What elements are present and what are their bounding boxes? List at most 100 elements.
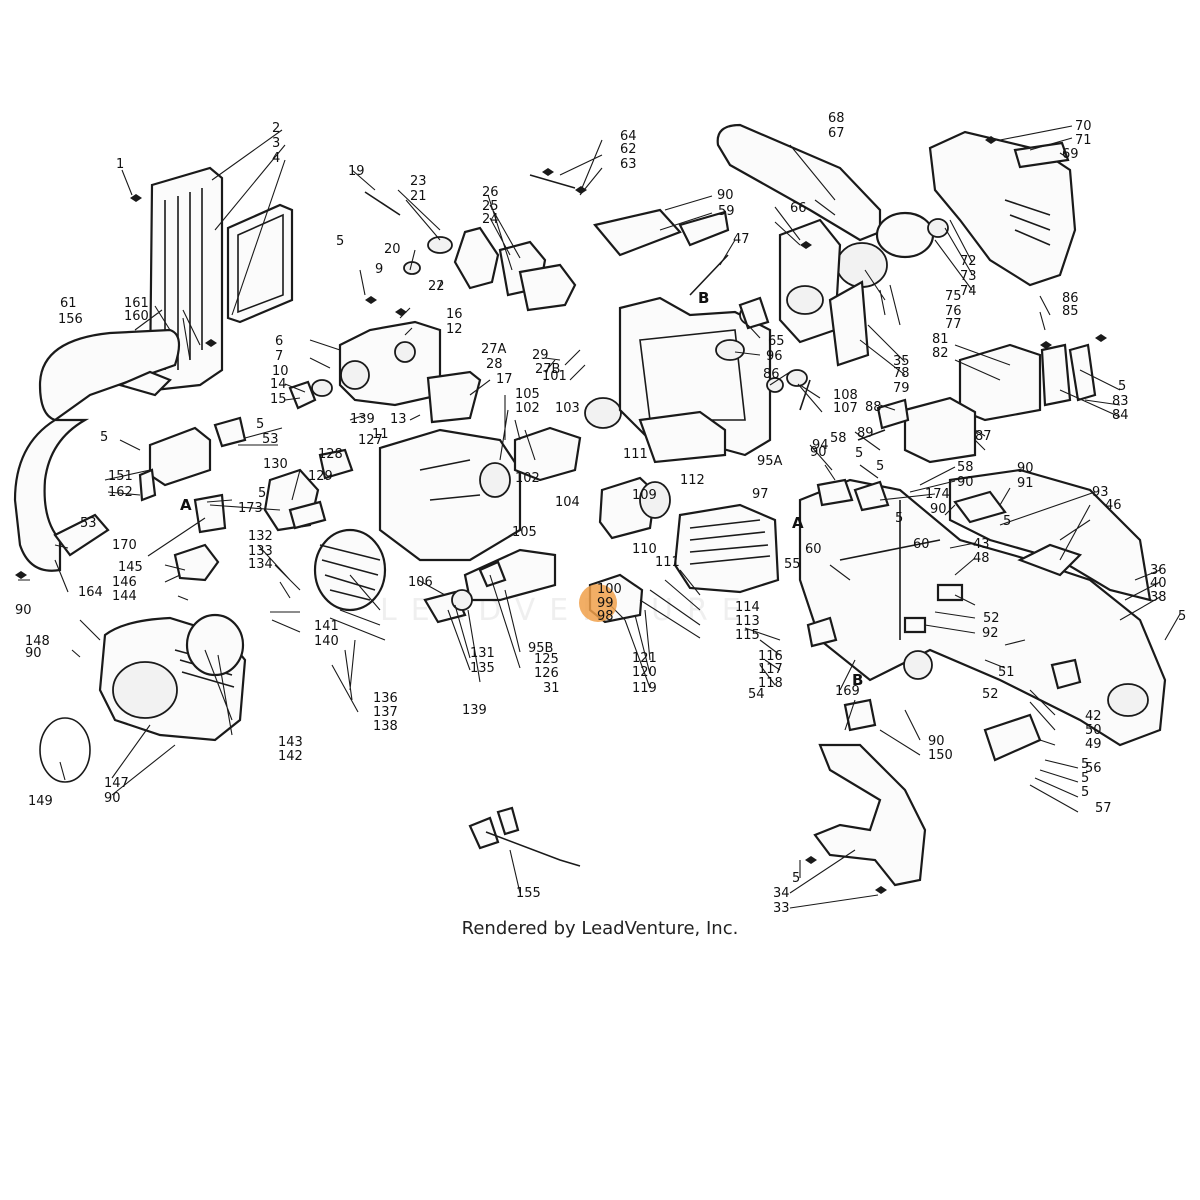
callout-82[interactable]: 82 [932, 346, 949, 361]
callout-137[interactable]: 137 [373, 705, 398, 720]
callout-5[interactable]: 5 [336, 234, 344, 249]
callout-40[interactable]: 40 [1150, 576, 1167, 591]
callout-79[interactable]: 79 [893, 381, 910, 396]
callout-108[interactable]: 108 [833, 388, 858, 403]
callout-155[interactable]: 155 [516, 886, 541, 901]
callout-114[interactable]: 114 [735, 600, 760, 615]
callout-117[interactable]: 117 [758, 662, 783, 677]
callout-5[interactable]: 5 [1081, 771, 1089, 786]
callout-144[interactable]: 144 [112, 589, 137, 604]
callout-29[interactable]: 29 [532, 348, 549, 363]
callout-5[interactable]: 5 [258, 486, 266, 501]
callout-59[interactable]: 59 [718, 204, 735, 219]
callout-128[interactable]: 128 [318, 447, 343, 462]
callout-106[interactable]: 106 [408, 575, 433, 590]
callout-147[interactable]: 147 [104, 776, 129, 791]
callout-4[interactable]: 4 [272, 151, 280, 166]
callout-162[interactable]: 162 [108, 485, 133, 500]
callout-126[interactable]: 126 [534, 666, 559, 681]
callout-10[interactable]: 10 [272, 364, 289, 379]
callout-131[interactable]: 131 [470, 646, 495, 661]
callout-26[interactable]: 26 [482, 185, 499, 200]
callout-21[interactable]: 21 [410, 189, 427, 204]
callout-121[interactable]: 121 [632, 651, 657, 666]
callout-90[interactable]: 90 [930, 502, 947, 517]
callout-77[interactable]: 77 [945, 317, 962, 332]
callout-5[interactable]: 5 [876, 459, 884, 474]
callout-174[interactable]: 174 [925, 487, 950, 502]
callout-48[interactable]: 48 [973, 551, 990, 566]
highlight-marker[interactable] [579, 584, 617, 622]
callout-113[interactable]: 113 [735, 614, 760, 629]
callout-164[interactable]: 164 [78, 585, 103, 600]
callout-93[interactable]: 93 [1092, 485, 1109, 500]
callout-9[interactable]: 9 [375, 262, 383, 277]
callout-101[interactable]: 101 [542, 369, 567, 384]
callout-139[interactable]: 139 [462, 703, 487, 718]
callout-90[interactable]: 90 [957, 475, 974, 490]
callout-58[interactable]: 58 [957, 460, 974, 475]
callout-13[interactable]: 13 [390, 412, 407, 427]
callout-62[interactable]: 62 [620, 142, 637, 157]
callout-76[interactable]: 76 [945, 304, 962, 319]
callout-104[interactable]: 104 [555, 495, 580, 510]
callout-90[interactable]: 90 [104, 791, 121, 806]
callout-134[interactable]: 134 [248, 557, 273, 572]
callout-86[interactable]: 86 [763, 367, 780, 382]
callout-17[interactable]: 17 [496, 372, 513, 387]
callout-60[interactable]: 60 [805, 542, 822, 557]
callout-22[interactable]: 22 [428, 279, 445, 294]
callout-27b[interactable]: 27B [535, 362, 560, 377]
callout-84[interactable]: 84 [1112, 408, 1129, 423]
callout-38[interactable]: 38 [1150, 590, 1167, 605]
callout-5[interactable]: 5 [1003, 514, 1011, 529]
callout-6[interactable]: 6 [275, 334, 283, 349]
callout-54[interactable]: 54 [748, 687, 765, 702]
callout-109[interactable]: 109 [632, 488, 657, 503]
callout-100[interactable]: 100 [597, 582, 622, 597]
callout-3[interactable]: 3 [272, 136, 280, 151]
callout-148[interactable]: 148 [25, 634, 50, 649]
callout-64[interactable]: 64 [620, 129, 637, 144]
callout-143[interactable]: 143 [278, 735, 303, 750]
callout-63[interactable]: 63 [620, 157, 637, 172]
callout-43[interactable]: 43 [973, 537, 990, 552]
callout-5[interactable]: 5 [1081, 757, 1089, 772]
callout-24[interactable]: 24 [482, 212, 499, 227]
callout-112[interactable]: 112 [680, 473, 705, 488]
callout-97[interactable]: 97 [752, 487, 769, 502]
callout-151[interactable]: 151 [108, 469, 133, 484]
callout-5[interactable]: 5 [256, 417, 264, 432]
callout-102[interactable]: 102 [515, 471, 540, 486]
callout-110[interactable]: 110 [632, 542, 657, 557]
callout-136[interactable]: 136 [373, 691, 398, 706]
callout-73[interactable]: 73 [960, 269, 977, 284]
callout-169[interactable]: 169 [835, 684, 860, 699]
callout-20[interactable]: 20 [384, 242, 401, 257]
callout-95b[interactable]: 95B [528, 641, 553, 656]
callout-115[interactable]: 115 [735, 628, 760, 643]
callout-5[interactable]: 5 [792, 871, 800, 886]
callout-16[interactable]: 16 [446, 307, 463, 322]
callout-31[interactable]: 31 [543, 681, 560, 696]
callout-5[interactable]: 5 [1118, 379, 1126, 394]
callout-70[interactable]: 70 [1075, 119, 1092, 134]
callout-139[interactable]: 139 [350, 412, 375, 427]
callout-57[interactable]: 57 [1095, 801, 1112, 816]
callout-35[interactable]: 35 [893, 354, 910, 369]
callout-120[interactable]: 120 [632, 665, 657, 680]
callout-156[interactable]: 156 [58, 312, 83, 327]
callout-150[interactable]: 150 [928, 748, 953, 763]
callout-98[interactable]: 98 [597, 609, 614, 624]
callout-90[interactable]: 90 [717, 188, 734, 203]
callout-173[interactable]: 173 [238, 501, 263, 516]
callout-58[interactable]: 58 [830, 431, 847, 446]
callout-145[interactable]: 145 [118, 560, 143, 575]
callout-146[interactable]: 146 [112, 575, 137, 590]
callout-161[interactable]: 161 [124, 296, 149, 311]
callout-119[interactable]: 119 [632, 681, 657, 696]
callout-103[interactable]: 103 [555, 401, 580, 416]
callout-89[interactable]: 89 [857, 426, 874, 441]
callout-34[interactable]: 34 [773, 886, 790, 901]
callout-12[interactable]: 12 [446, 322, 463, 337]
